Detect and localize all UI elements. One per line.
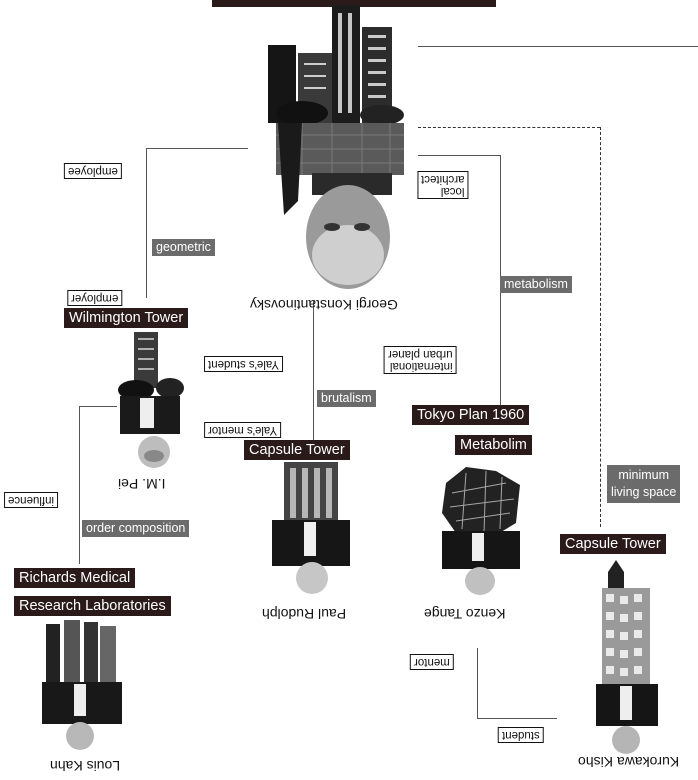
order-composition-tag: order composition xyxy=(82,520,190,537)
yales-mentor-label: Yale's mentor xyxy=(204,422,282,438)
connector-line xyxy=(79,406,80,564)
minimum-living-line1: minimum xyxy=(618,468,670,482)
capsule-tower-kurokawa-label: Capsule Tower xyxy=(560,534,666,554)
rudolph-name: Paul Rudolph xyxy=(262,606,347,622)
connector-line xyxy=(146,148,147,298)
brutalism-tag: brutalism xyxy=(317,390,376,407)
top-title-bar xyxy=(212,0,496,7)
tange-photo xyxy=(442,467,520,595)
minimum-living-tag: minimum living space xyxy=(607,465,681,503)
kurokawa-name: Kurokawa Kisho xyxy=(578,754,680,770)
tokyo-plan-label: Tokyo Plan 1960 xyxy=(412,405,530,425)
kahn-photo xyxy=(42,620,122,750)
international-planner-label: international urban planer xyxy=(384,346,457,374)
geometric-tag: geometric xyxy=(152,239,215,256)
georgi-name: Georgi Konstantinovsky xyxy=(250,297,398,313)
connector-line xyxy=(418,46,698,47)
local-architect-label: local architect xyxy=(417,171,469,199)
metabolism-tag: metabolism xyxy=(500,276,572,293)
connector-line xyxy=(477,648,478,718)
connector-line xyxy=(79,406,117,407)
connector-line xyxy=(146,148,248,149)
capsule-tower-rudolph-label: Capsule Tower xyxy=(244,440,350,460)
dashed-connector xyxy=(418,127,600,128)
rudolph-photo xyxy=(272,462,350,594)
metabolim-label: Metabolim xyxy=(455,435,532,455)
pei-name: I.M. Pei xyxy=(118,476,166,492)
yales-student-label: Yale's student xyxy=(204,356,284,372)
connector-line xyxy=(418,155,500,156)
tange-name: Kenzo Tange xyxy=(424,606,506,622)
influence-label: influence xyxy=(4,492,59,508)
pei-photo xyxy=(118,332,184,468)
research-labs-label: Research Laboratories xyxy=(14,596,171,616)
employer-label: employer xyxy=(67,290,123,306)
student-label: student xyxy=(498,727,544,743)
mentor-label: mentor xyxy=(410,654,454,670)
kahn-name: Louis Kahn xyxy=(50,758,121,774)
kurokawa-photo xyxy=(596,560,658,754)
connector-line xyxy=(477,718,557,719)
richards-medical-label: Richards Medical xyxy=(14,568,136,588)
employee-label: employee xyxy=(64,163,122,179)
minimum-living-line2: living space xyxy=(611,485,677,499)
georgi-photo xyxy=(268,5,404,289)
wilmington-tower-label: Wilmington Tower xyxy=(64,308,189,328)
connector-line xyxy=(313,300,314,440)
dashed-connector xyxy=(600,127,601,527)
